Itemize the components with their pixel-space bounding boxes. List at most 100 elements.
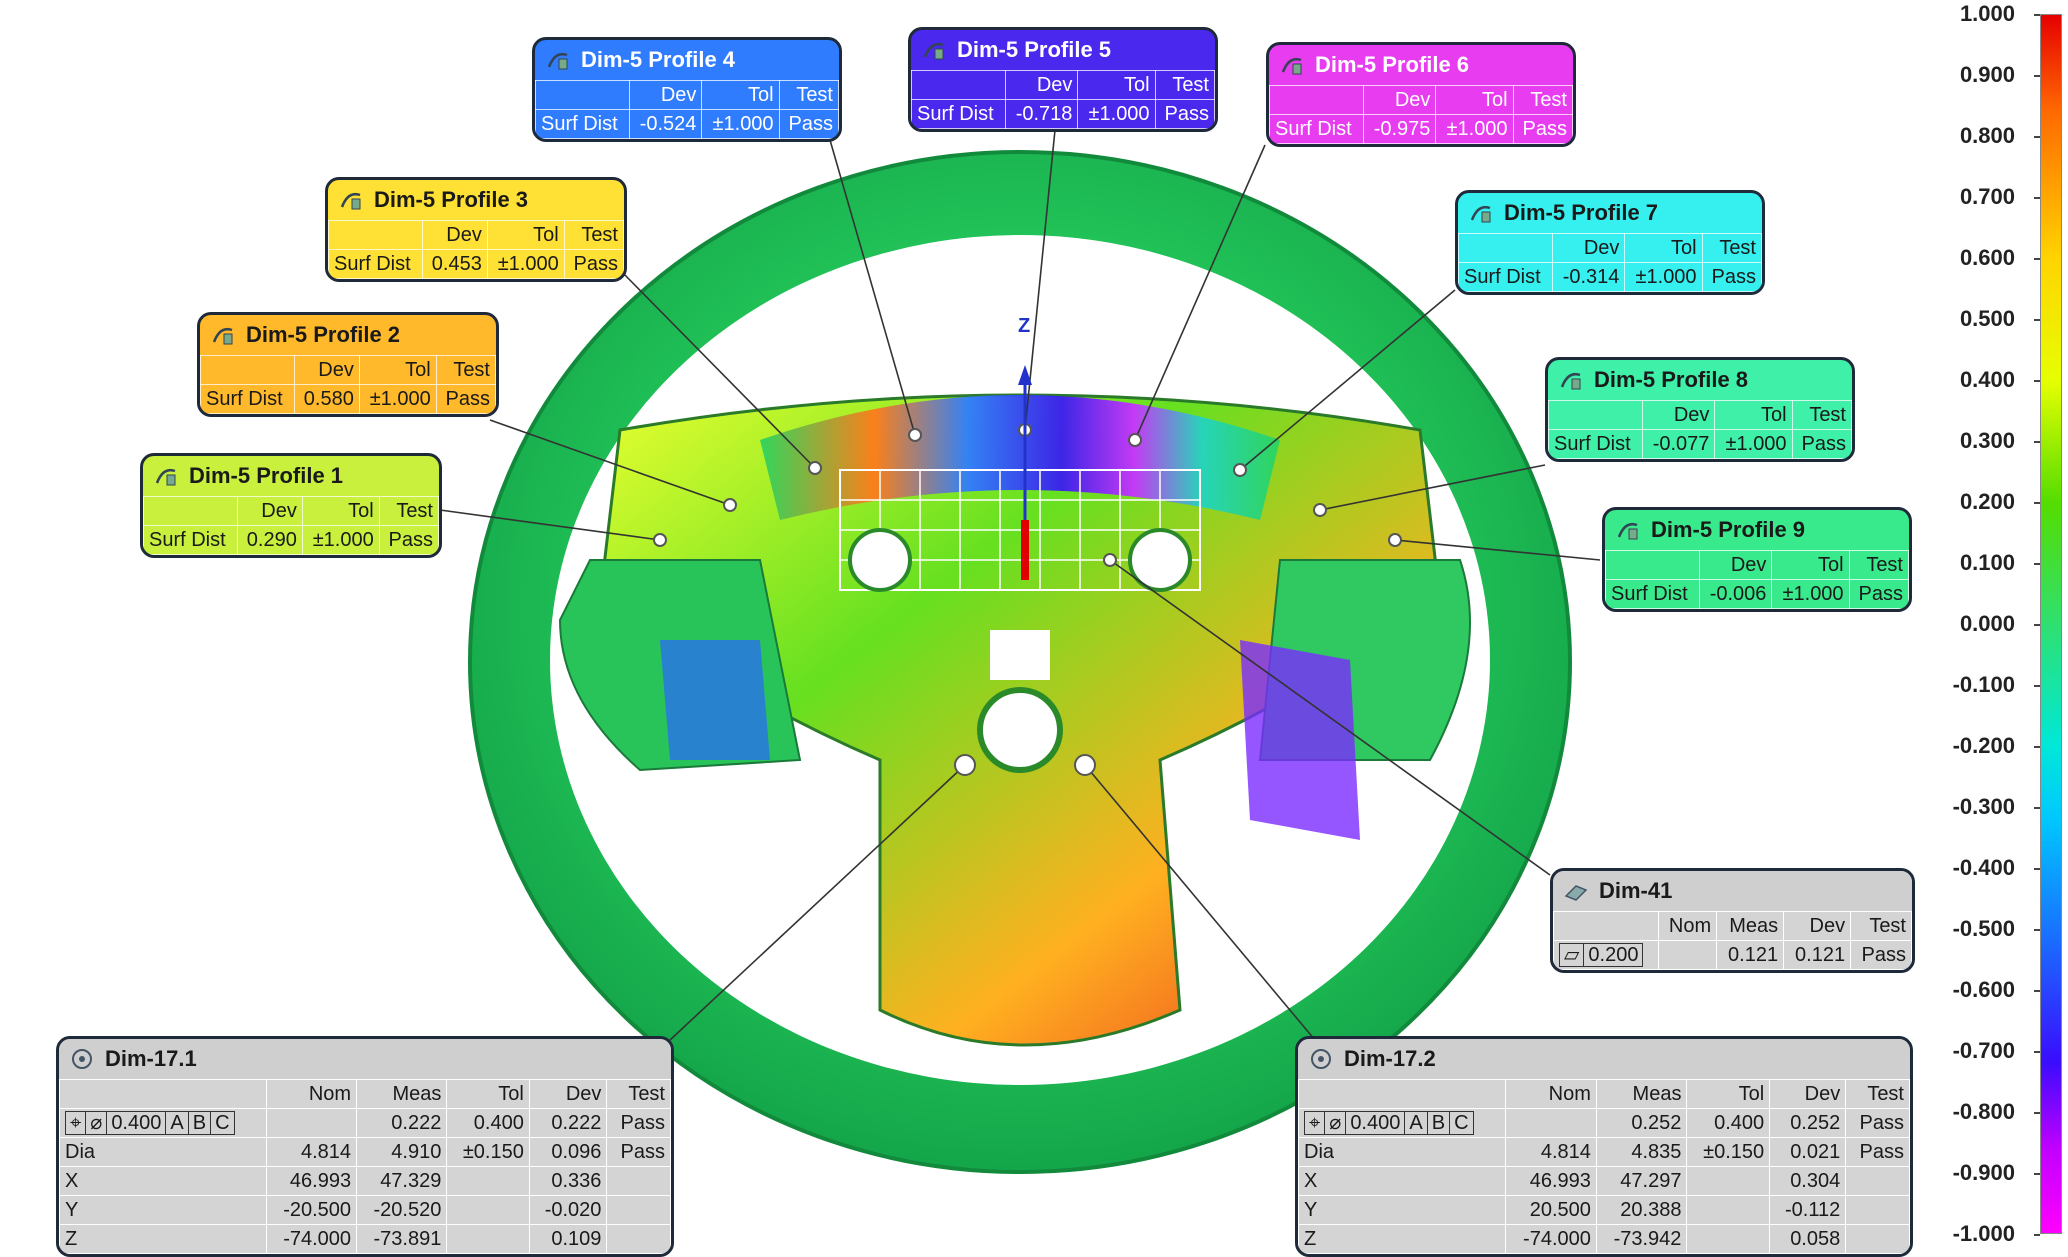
callout-title: Dim-5 Profile 9 (1605, 510, 1909, 550)
color-bar-tick-mark (2034, 380, 2040, 382)
color-bar-tick-mark (2034, 1173, 2040, 1175)
callout-title: Dim-41 (1553, 871, 1912, 911)
right-spoke-purple (1240, 640, 1360, 840)
position-frame: ⌖ ⌀ 0.400 A B C (65, 1111, 235, 1135)
color-bar-tick-label: -0.200 (1952, 733, 2015, 758)
color-bar-tick-label: 0.400 (1959, 367, 2015, 392)
color-bar-tick-label: 0.100 (1959, 550, 2015, 575)
callout-dim-17-1[interactable]: Dim-17.1 Nom Meas Tol Dev Test ⌖ ⌀ 0.400… (56, 1036, 674, 1257)
color-bar-tick-mark (2034, 807, 2040, 809)
leader-dots (653, 423, 1402, 776)
callout-title: Dim-5 Profile 6 (1269, 45, 1573, 85)
profile-feature-icon (210, 322, 236, 348)
position-symbol-icon: ⌖ (1305, 1112, 1326, 1134)
left-spoke-blue (660, 640, 770, 760)
position-symbol-icon: ⌖ (66, 1112, 87, 1134)
position-feature-icon (69, 1046, 95, 1072)
color-bar-tick-mark (2034, 868, 2040, 870)
color-bar-tick-label: -0.900 (1952, 1160, 2015, 1185)
position-frame: ⌖ ⌀ 0.400 A B C (1304, 1111, 1474, 1135)
color-bar-tick-mark (2034, 75, 2040, 77)
color-bar-tick-mark (2034, 136, 2040, 138)
profile-feature-icon (153, 463, 179, 489)
flatness-feature-icon (1563, 878, 1589, 904)
profile-feature-icon (1615, 517, 1641, 543)
color-bar-tick-label: -0.800 (1952, 1099, 2015, 1124)
color-bar-tick-mark (2034, 14, 2040, 16)
callout-title: Dim-5 Profile 4 (535, 40, 839, 80)
position-feature-icon (1308, 1046, 1334, 1072)
deviation-color-bar (2040, 14, 2062, 1234)
color-bar-tick-mark (2034, 563, 2040, 565)
flatness-frame: ▱ 0.200 (1559, 943, 1644, 967)
color-bar-tick-mark (2034, 1234, 2040, 1236)
callout-title: Dim-17.2 (1298, 1039, 1910, 1079)
callout-dim-17-2[interactable]: Dim-17.2 Nom Meas Tol Dev Test ⌖ ⌀ 0.400… (1295, 1036, 1913, 1257)
dim17-2-table: Nom Meas Tol Dev Test ⌖ ⌀ 0.400 A B C 0.… (1298, 1079, 1910, 1254)
color-bar-tick-label: 0.300 (1959, 428, 2015, 453)
z-axis-arrowhead (1018, 365, 1032, 385)
color-bar-tick-mark (2034, 746, 2040, 748)
color-bar-tick-label: 0.200 (1959, 489, 2015, 514)
color-bar-tick-label: -0.300 (1952, 794, 2015, 819)
profile-feature-icon (545, 47, 571, 73)
dim17-1-table: Nom Meas Tol Dev Test ⌖ ⌀ 0.400 A B C 0.… (59, 1079, 671, 1254)
profile-feature-icon (338, 187, 364, 213)
color-bar-tick-mark (2034, 990, 2040, 992)
color-bar-tick-mark (2034, 1112, 2040, 1114)
color-bar-tick-label: -0.700 (1952, 1038, 2015, 1063)
callout-title: Dim-5 Profile 5 (911, 30, 1215, 70)
flatness-icon: ▱ (1560, 944, 1585, 966)
hub-hole-left (848, 528, 912, 592)
color-bar-tick-label: -0.400 (1952, 855, 2015, 880)
color-bar-tick-label: 0.000 (1959, 611, 2015, 636)
hub-hole-right (1128, 528, 1192, 592)
z-axis-label: Z (1018, 315, 1031, 337)
color-bar-tick-label: 1.000 (1959, 1, 2015, 26)
color-bar-tick-label: -0.600 (1952, 977, 2015, 1002)
color-bar-tick-mark (2034, 197, 2040, 199)
callout-title: Dim-5 Profile 7 (1458, 193, 1762, 233)
callout-dim-41[interactable]: Dim-41 Nom Meas Dev Test ▱ 0.200 0.121 0… (1550, 868, 1915, 973)
profile-feature-icon (1558, 367, 1584, 393)
callout-title: Dim-5 Profile 1 (143, 456, 439, 496)
profile-feature-icon (1468, 200, 1494, 226)
callout-title: Dim-5 Profile 8 (1548, 360, 1852, 400)
color-bar-tick-mark (2034, 441, 2040, 443)
callout-title: Dim-17.1 (59, 1039, 671, 1079)
profile-feature-icon (921, 37, 947, 63)
color-bar-tick-mark (2034, 1051, 2040, 1053)
color-bar-tick-label: -1.000 (1952, 1221, 2015, 1246)
color-bar-tick-label: 0.800 (1959, 123, 2015, 148)
leader-lines (439, 129, 1601, 1041)
color-bar-tick-label: -0.500 (1952, 916, 2015, 941)
color-bar-tick-mark (2034, 258, 2040, 260)
hub-top-band (760, 395, 1280, 520)
hub-lower-slot (990, 630, 1050, 680)
profile-feature-icon (1279, 52, 1305, 78)
callout-title: Dim-5 Profile 2 (200, 315, 496, 355)
dim41-table: Nom Meas Dev Test ▱ 0.200 0.121 0.121 Pa… (1553, 911, 1912, 970)
hub-boss (977, 687, 1063, 773)
color-bar-tick-mark (2034, 502, 2040, 504)
